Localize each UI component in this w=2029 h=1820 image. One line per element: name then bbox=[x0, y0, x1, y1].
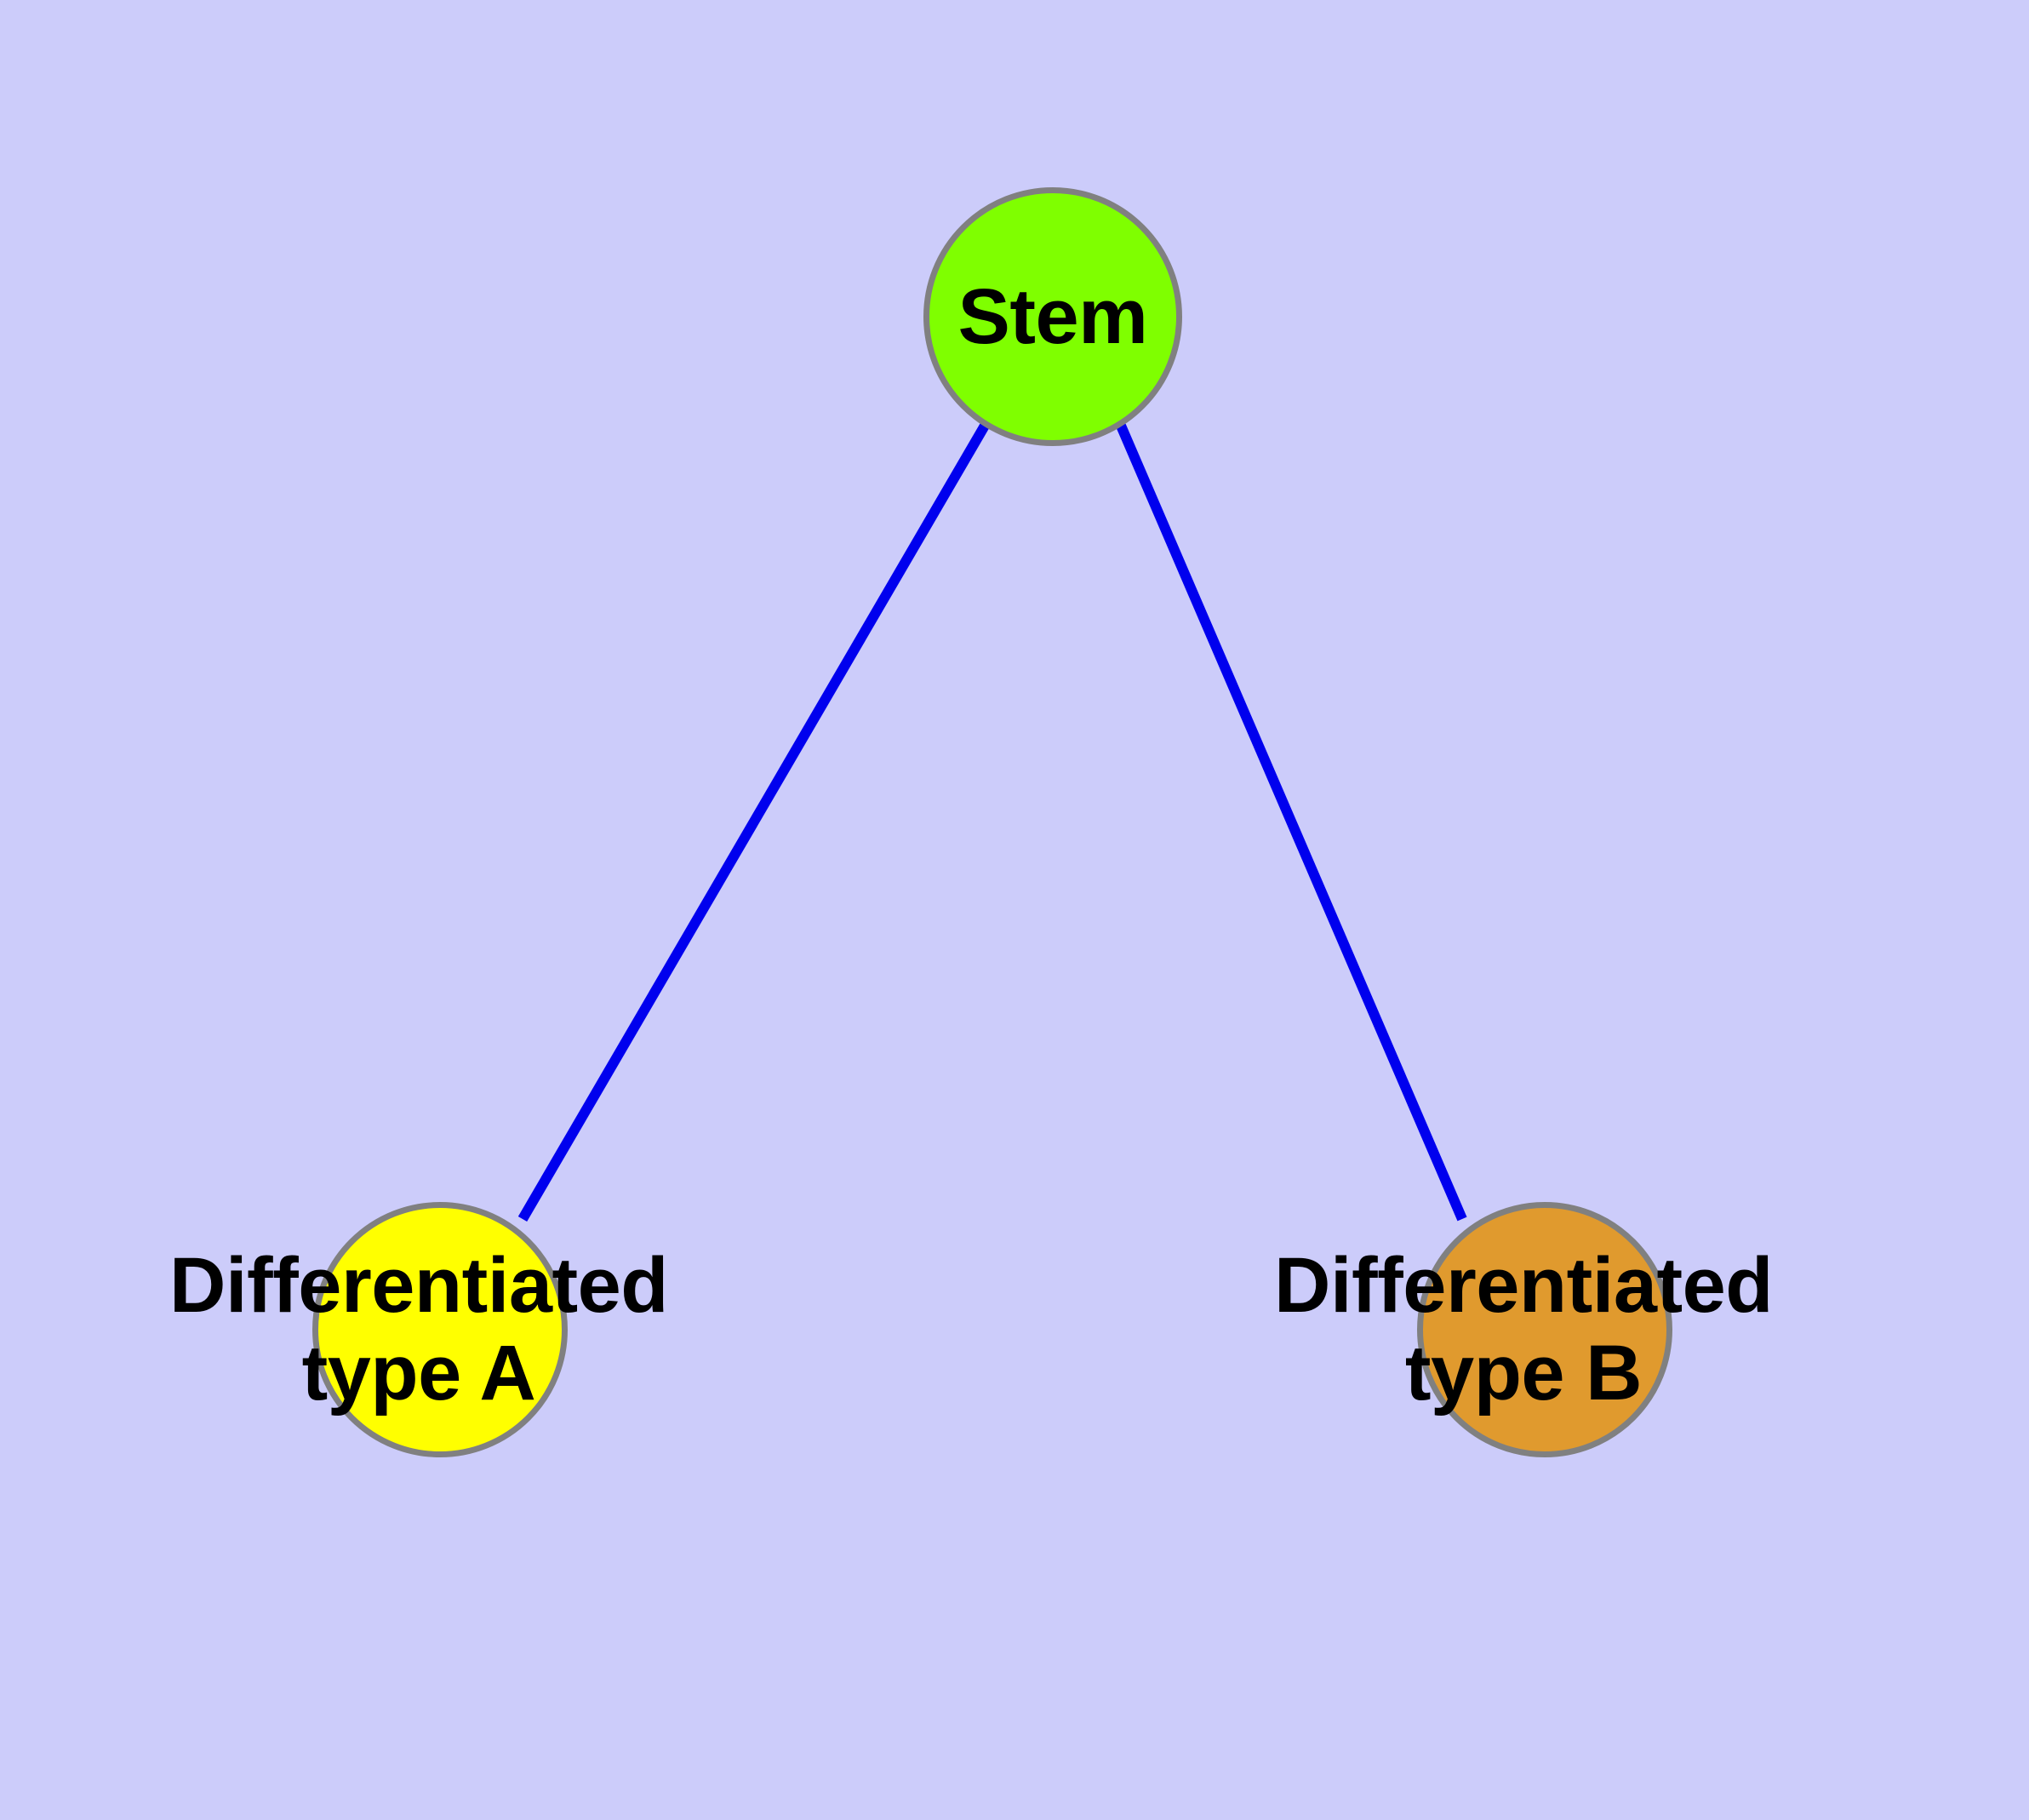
graph-node-diff-b[interactable] bbox=[1417, 1202, 1672, 1457]
graph-edge-stem-to-diff-a[interactable] bbox=[517, 422, 990, 1222]
graph-node-label-diff-b: Differentiated type B bbox=[1274, 1242, 1773, 1417]
graph-node-label-stem: Stem bbox=[957, 272, 1148, 360]
graph-edge-stem-to-diff-b[interactable] bbox=[1116, 423, 1467, 1222]
graph-node-diff-a[interactable] bbox=[312, 1202, 568, 1457]
graph-node-label-diff-a: Differentiated type A bbox=[169, 1242, 668, 1417]
graph-node-stem[interactable] bbox=[923, 187, 1182, 446]
